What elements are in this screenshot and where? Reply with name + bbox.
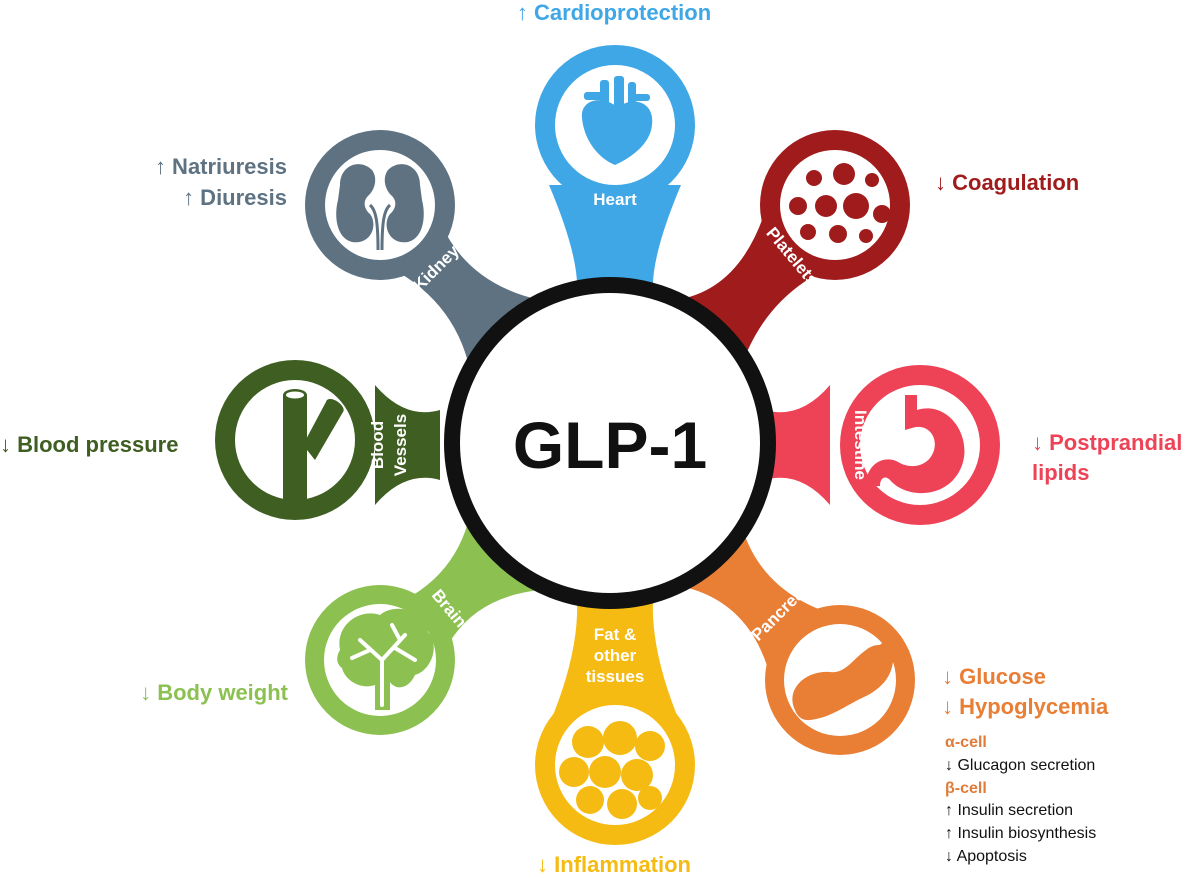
pancreas-icon <box>792 642 897 721</box>
vessels-effect: ↓ Blood pressure <box>0 432 178 457</box>
heart-label: Heart <box>593 190 637 209</box>
brain-effect: ↓ Body weight <box>140 680 289 705</box>
alpha-cell-title: α-cell <box>945 734 987 751</box>
beta-cell-title: β-cell <box>945 780 987 797</box>
intestine-effect-line1: ↓ Postprandial <box>1032 430 1182 455</box>
pancreas-effect-line2: ↓ Hypoglycemia <box>942 694 1109 719</box>
beta-cell-item-3: ↓ Apoptosis <box>945 848 1027 865</box>
kidney-effect-line1: ↑ Natriuresis <box>155 154 287 179</box>
alpha-cell-item-1: ↓ Glucagon secretion <box>945 757 1095 774</box>
heart-stem <box>549 185 681 305</box>
beta-cell-item-1: ↑ Insulin secretion <box>945 802 1073 819</box>
stomach-icon <box>866 395 965 494</box>
intestine-label: Intestine <box>851 410 870 480</box>
fat-effect: ↓ Inflammation <box>537 852 691 877</box>
kidney-icon <box>336 164 424 251</box>
vessels-label-line2: Vessels <box>391 414 410 476</box>
blood-vessel-icon <box>283 389 344 500</box>
intestine-stem <box>765 385 830 505</box>
heart-icon <box>581 76 653 165</box>
heart-effect: ↑ Cardioprotection <box>517 0 711 25</box>
intestine-effect-line2: lipids <box>1032 460 1089 485</box>
center-title: GLP-1 <box>513 408 707 482</box>
vessels-stem <box>375 385 440 505</box>
kidney-effect-line2: ↑ Diuresis <box>183 185 287 210</box>
platelets-effect: ↓ Coagulation <box>935 170 1079 195</box>
platelets-icon <box>789 163 891 243</box>
fat-label-line1: Fat & <box>594 625 637 644</box>
fat-stem <box>549 580 681 725</box>
fat-label-line2: other <box>594 646 637 665</box>
center-node: GLP-1 <box>444 277 776 609</box>
beta-cell-item-2: ↑ Insulin biosynthesis <box>945 825 1096 842</box>
pancreas-effect-line1: ↓ Glucose <box>942 664 1046 689</box>
fat-cells-icon <box>559 721 665 819</box>
brain-icon <box>337 608 434 710</box>
vessels-label-line1: Blood <box>368 421 387 469</box>
fat-label-line3: tissues <box>586 667 645 686</box>
